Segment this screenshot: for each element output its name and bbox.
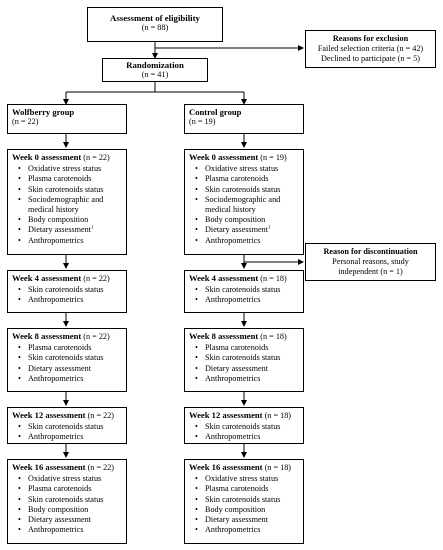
assessment-item: Skin carotenoids status — [18, 185, 126, 195]
assessment-title: Week 8 assessment — [189, 331, 259, 341]
assessment-item: Anthropometrics — [195, 374, 303, 384]
discontinuation-box: Reason for discontinuation Personal reas… — [305, 243, 436, 281]
assessment-item: Plasma carotenoids — [18, 343, 126, 353]
assessment-title: Week 12 assessment — [12, 410, 86, 420]
footnote-mark: 1 — [267, 225, 271, 231]
assessment-title: Week 16 assessment — [189, 462, 263, 472]
assessment-item: Anthropometrics — [18, 432, 126, 442]
control-week8-box: Week 8 assessment (n = 18) Plasma carote… — [184, 328, 304, 392]
assessment-count: (n = 22) — [87, 411, 115, 420]
assessment-item: Skin carotenoids status — [195, 495, 303, 505]
discontinuation-reason: Personal reasons, study — [332, 257, 409, 267]
control-week16-box: Week 16 assessment (n = 18) Oxidative st… — [184, 459, 304, 544]
wolfberry-week4-box: Week 4 assessment (n = 22) Skin caroteno… — [7, 270, 127, 313]
control-week0-box: Week 0 assessment (n = 19) Oxidative str… — [184, 149, 304, 255]
assessment-item: Dietary assessment — [18, 515, 126, 525]
assessment-item: Plasma carotenoids — [195, 174, 303, 184]
discontinuation-title: Reason for discontinuation — [323, 247, 418, 256]
assessment-item: Anthropometrics — [18, 374, 126, 384]
eligibility-count: (n = 88) — [141, 23, 169, 33]
wolfberry-week8-box: Week 8 assessment (n = 22) Plasma carote… — [7, 328, 127, 392]
assessment-item: Body composition — [195, 215, 303, 225]
assessment-item: Oxidative stress status — [18, 474, 126, 484]
assessment-item: Skin carotenoids status — [195, 353, 303, 363]
assessment-item: Skin carotenoids status — [195, 185, 303, 195]
control-week12-box: Week 12 assessment (n = 18) Skin caroten… — [184, 407, 304, 444]
wolfberry-week0-box: Week 0 assessment (n = 22) Oxidative str… — [7, 149, 127, 255]
wolfberry-week12-box: Week 12 assessment (n = 22) Skin caroten… — [7, 407, 127, 444]
eligibility-title: Assessment of eligibility — [110, 13, 200, 23]
assessment-item: Plasma carotenoids — [18, 174, 126, 184]
assessment-item: Sociodemographic and medical history — [18, 195, 126, 215]
assessment-title: Week 0 assessment — [189, 152, 259, 162]
assessment-item: Skin carotenoids status — [195, 285, 303, 295]
assessment-count: (n = 18) — [264, 411, 292, 420]
wolfberry-week16-box: Week 16 assessment (n = 22) Oxidative st… — [7, 459, 127, 544]
assessment-item: Anthropometrics — [195, 432, 303, 442]
assessment-count: (n = 19) — [260, 153, 287, 162]
assessment-title: Week 4 assessment — [12, 273, 82, 283]
exclusion-title: Reasons for exclusion — [332, 34, 409, 43]
randomization-title: Randomization — [126, 60, 184, 70]
assessment-item: Plasma carotenoids — [18, 484, 126, 494]
randomization-box: Randomization (n = 41) — [102, 58, 208, 82]
assessment-count: (n = 22) — [83, 274, 110, 283]
assessment-item: Skin carotenoids status — [18, 353, 126, 363]
assessment-title: Week 16 assessment — [12, 462, 86, 472]
assessment-title: Week 12 assessment — [189, 410, 263, 420]
assessment-item: Plasma carotenoids — [195, 343, 303, 353]
assessment-count: (n = 22) — [83, 153, 110, 162]
assessment-count: (n = 18) — [264, 463, 292, 472]
assessment-item: Body composition — [18, 215, 126, 225]
exclusion-box: Reasons for exclusion Failed selection c… — [305, 30, 436, 68]
assessment-count: (n = 22) — [83, 332, 110, 341]
assessment-item: Dietary assessment — [195, 364, 303, 374]
assessment-item: Anthropometrics — [18, 236, 126, 246]
assessment-title: Week 8 assessment — [12, 331, 82, 341]
randomization-count: (n = 41) — [141, 70, 169, 80]
assessment-item: Body composition — [195, 505, 303, 515]
assessment-item: Body composition — [18, 505, 126, 515]
assessment-item: Oxidative stress status — [195, 164, 303, 174]
assessment-item: Anthropometrics — [195, 295, 303, 305]
assessment-item: Oxidative stress status — [18, 164, 126, 174]
control-group-box: Control group (n = 19) — [184, 104, 304, 134]
assessment-item: Anthropometrics — [195, 525, 303, 535]
control-group-count: (n = 19) — [189, 117, 216, 127]
assessment-item: Plasma carotenoids — [195, 484, 303, 494]
discontinuation-reason: independent (n = 1) — [338, 267, 403, 277]
footnote-mark: 1 — [90, 225, 94, 231]
exclusion-reason: Declined to participate (n = 5) — [321, 54, 420, 64]
assessment-item: Dietary assessment — [195, 515, 303, 525]
eligibility-box: Assessment of eligibility (n = 88) — [87, 7, 223, 42]
assessment-count: (n = 22) — [87, 463, 115, 472]
assessment-count: (n = 18) — [260, 332, 287, 341]
assessment-item: Sociodemographic and medical history — [195, 195, 303, 215]
control-group-title: Control group — [189, 107, 242, 117]
assessment-item: Anthropometrics — [195, 236, 303, 246]
assessment-item: Dietary assessment — [18, 364, 126, 374]
assessment-title: Week 4 assessment — [189, 273, 259, 283]
assessment-item: Skin carotenoids status — [18, 285, 126, 295]
assessment-item: Oxidative stress status — [195, 474, 303, 484]
assessment-count: (n = 18) — [260, 274, 287, 283]
assessment-title: Week 0 assessment — [12, 152, 82, 162]
assessment-item: Skin carotenoids status — [195, 422, 303, 432]
assessment-item: Anthropometrics — [18, 525, 126, 535]
assessment-item: Skin carotenoids status — [18, 422, 126, 432]
control-week4-box: Week 4 assessment (n = 18) Skin caroteno… — [184, 270, 304, 313]
assessment-item: Anthropometrics — [18, 295, 126, 305]
assessment-item-dietary: Dietary assessment1 — [195, 225, 303, 235]
assessment-item-dietary: Dietary assessment1 — [18, 225, 126, 235]
wolfberry-group-title: Wolfberry group — [12, 107, 75, 117]
assessment-item: Skin carotenoids status — [18, 495, 126, 505]
exclusion-reason: Failed selection criteria (n = 42) — [317, 44, 424, 54]
wolfberry-group-count: (n = 22) — [12, 117, 39, 127]
wolfberry-group-box: Wolfberry group (n = 22) — [7, 104, 127, 134]
